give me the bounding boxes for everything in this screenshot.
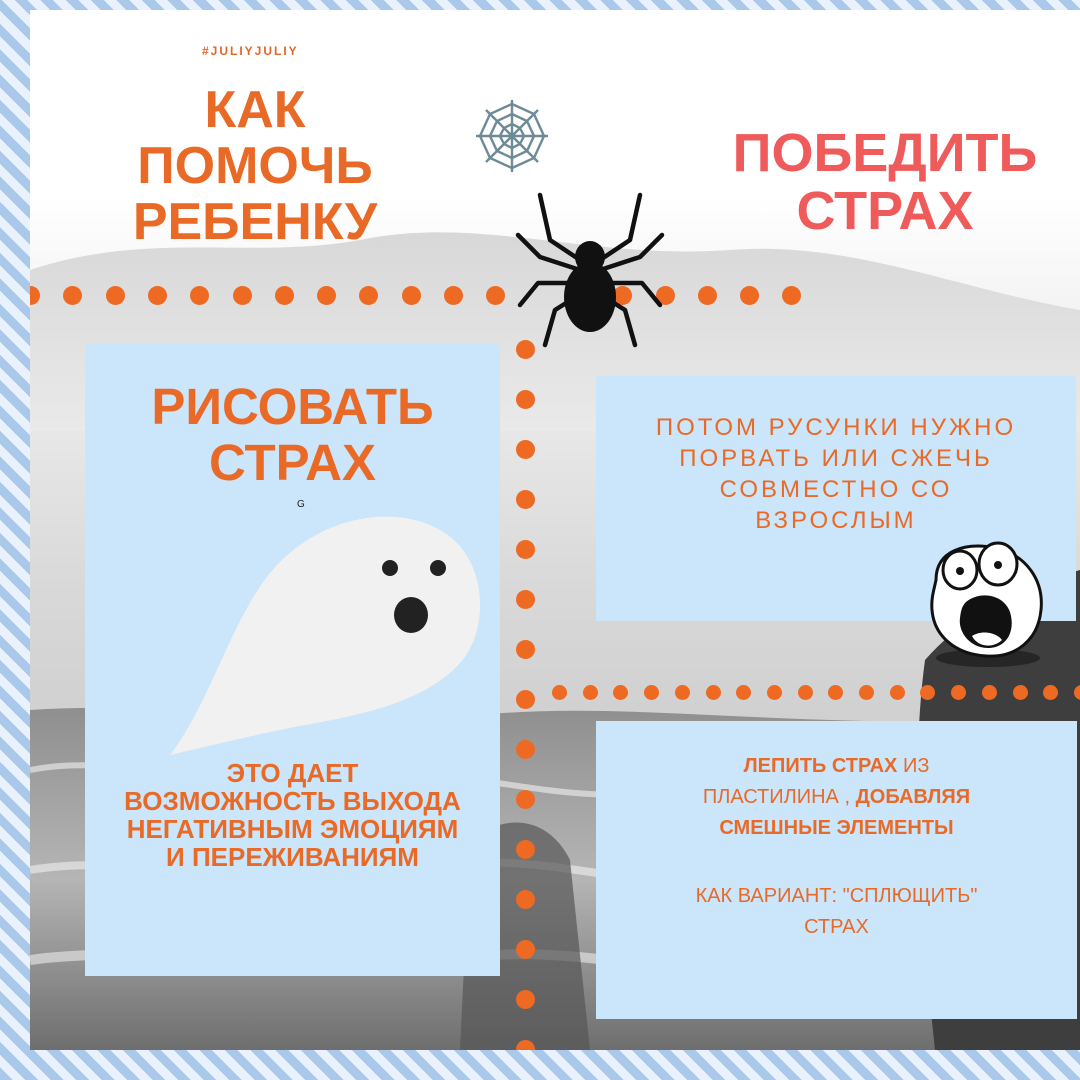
divider-dot (516, 690, 535, 709)
card-mold-bold: СМЕШНЫЕ ЭЛЕМЕНТЫ (719, 817, 954, 839)
card-tear-line: СОВМЕСТНО СО (719, 476, 953, 503)
title-right-line: ПОБЕДИТЬ (732, 123, 1038, 183)
divider-dot (582, 685, 598, 700)
divider-dot (516, 890, 535, 909)
divider-dot (674, 685, 690, 700)
card-draw-body-line: И ПЕРЕЖИВАНИЯМ (166, 842, 419, 872)
divider-dot (613, 286, 633, 305)
card-mold-normal: ИЗ (897, 755, 930, 777)
divider-dot (232, 286, 252, 305)
divider-dot (1043, 685, 1059, 700)
card-tear-line: ПОРВАТЬ ИЛИ СЖЕЧЬ (679, 445, 993, 472)
divider-dot (613, 685, 629, 700)
title-right-line: СТРАХ (796, 181, 974, 241)
screaming-face-icon (930, 541, 1043, 667)
card-mold-text: ЛЕПИТЬ СТРАХ ИЗ ПЛАСТИЛИНА , ДОБАВЛЯЯ СМ… (596, 751, 1077, 844)
divider-dot (1012, 685, 1028, 700)
card-tear-text: ПОТОМ РУСУНКИ НУЖНО ПОРВАТЬ ИЛИ СЖЕЧЬ СО… (596, 412, 1076, 536)
divider-dot (766, 685, 782, 700)
card-draw-body: ЭТО ДАЕТ ВОЗМОЖНОСТЬ ВЫХОДА НЕГАТИВНЫМ Э… (85, 759, 500, 871)
divider-dot (359, 286, 379, 305)
card-draw-body-line: ЭТО ДАЕТ (226, 758, 359, 788)
divider-dot (30, 286, 40, 305)
card-mold-bold: ЛЕПИТЬ СТРАХ (743, 755, 898, 777)
divider-dot (797, 685, 813, 700)
divider-dot (444, 286, 463, 305)
title-right: ПОБЕДИТЬ СТРАХ (690, 124, 1080, 240)
divider-dot (644, 685, 660, 700)
title-left-line: ПОМОЧЬ (137, 137, 373, 195)
divider-dot (486, 286, 506, 305)
hashtag: #JULIYJULIY (202, 44, 299, 58)
divider-dot (147, 286, 167, 305)
divider-dot (63, 286, 83, 305)
divider-dot (736, 685, 752, 700)
divider-dot (981, 685, 997, 700)
small-mark: G (297, 499, 305, 510)
card-tear-line: ВЗРОСЛЫМ (755, 507, 917, 534)
divider-dot (516, 340, 535, 359)
divider-dot (190, 286, 210, 305)
divider-dot (516, 640, 535, 659)
card-mold-variant-line: СТРАХ (804, 916, 869, 938)
divider-dot (105, 286, 125, 305)
divider-dot (317, 286, 337, 305)
ghost-icon (170, 516, 481, 755)
divider-dot (516, 940, 535, 959)
card-mold-bold: ДОБАВЛЯЯ (855, 786, 971, 808)
divider-dot (655, 286, 675, 305)
divider-dot (1073, 685, 1080, 700)
divider-dot (859, 685, 874, 700)
divider-dot (516, 490, 535, 509)
divider-dot (782, 286, 802, 305)
card-draw-heading-line: РИСОВАТЬ (151, 378, 434, 435)
divider-dot (828, 685, 844, 700)
divider-dot (920, 685, 936, 700)
spider-icon (515, 192, 665, 348)
card-mold-variant: КАК ВАРИАНТ: "СПЛЮЩИТЬ" СТРАХ (596, 881, 1077, 943)
divider-dot (552, 685, 567, 700)
card-draw-heading-line: СТРАХ (208, 434, 377, 491)
divider-dot (697, 286, 717, 305)
card-draw-body-line: НЕГАТИВНЫМ ЭМОЦИЯМ (126, 814, 459, 844)
divider-dot (705, 685, 721, 700)
card-draw-heading: РИСОВАТЬ СТРАХ (85, 379, 500, 491)
title-left: КАК ПОМОЧЬ РЕБЕНКУ (100, 82, 410, 250)
card-draw-body-line: ВОЗМОЖНОСТЬ ВЫХОДА (124, 786, 461, 816)
divider-dot (274, 286, 294, 305)
spider-web-icon (476, 100, 548, 172)
card-tear-line: ПОТОМ РУСУНКИ НУЖНО (655, 414, 1017, 441)
divider-dot (516, 740, 535, 759)
title-left-line: КАК (204, 81, 306, 139)
title-left-line: РЕБЕНКУ (132, 193, 378, 251)
card-mold-fear: ЛЕПИТЬ СТРАХ ИЗ ПЛАСТИЛИНА , ДОБАВЛЯЯ СМ… (596, 721, 1077, 1019)
card-mold-variant-line: КАК ВАРИАНТ: "СПЛЮЩИТЬ" (695, 885, 978, 907)
divider-dot (516, 540, 535, 559)
divider-dot (516, 790, 535, 809)
divider-dot (516, 990, 535, 1009)
divider-dot (516, 840, 535, 859)
divider-dot (951, 685, 967, 700)
card-mold-normal: ПЛАСТИЛИНА , (702, 786, 856, 808)
divider-dot (516, 1040, 535, 1050)
divider-dot (401, 286, 421, 305)
card-draw-fear: РИСОВАТЬ СТРАХ G ЭТО ДАЕТ ВОЗМОЖНОСТЬ ВЫ… (85, 343, 500, 976)
divider-dot (889, 685, 905, 700)
poster-background: #JULIYJULIY КАК ПОМОЧЬ РЕБЕНКУ ПОБЕДИТЬ … (30, 10, 1080, 1050)
divider-dot (740, 286, 760, 305)
divider-dot (516, 590, 535, 609)
divider-dot (516, 390, 535, 409)
divider-dot (516, 440, 535, 459)
